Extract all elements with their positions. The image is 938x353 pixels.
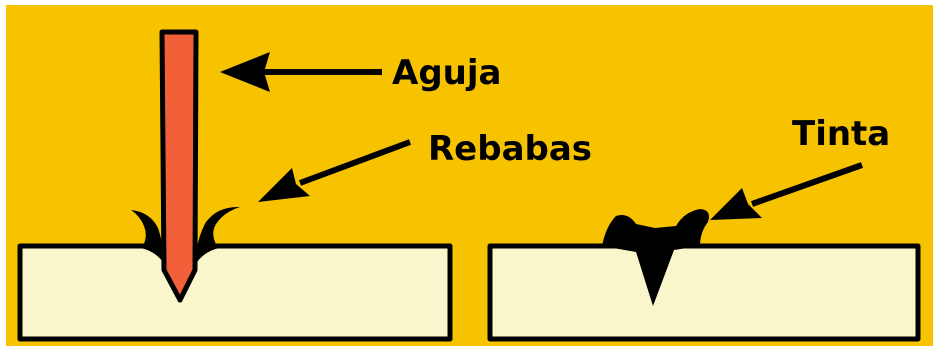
arrow-needle-head (220, 52, 270, 92)
label-ink: Tinta (792, 114, 890, 154)
arrow-burrs-head (258, 168, 310, 202)
ink-deposit (602, 209, 709, 306)
arrow-ink-head (710, 188, 762, 220)
left-burr-left (131, 210, 166, 262)
left-panel (17, 29, 453, 342)
needle-shape (159, 29, 199, 303)
right-panel (487, 209, 921, 342)
label-needle: Aguja (392, 53, 501, 93)
right-surface-block (487, 243, 921, 342)
left-burr-right (194, 206, 240, 262)
arrow-ink-shaft (750, 162, 864, 207)
arrow-burrs-shaft (298, 139, 412, 186)
label-burrs: Rebabas (428, 129, 592, 169)
left-surface-block (17, 243, 453, 342)
arrows (220, 52, 864, 220)
